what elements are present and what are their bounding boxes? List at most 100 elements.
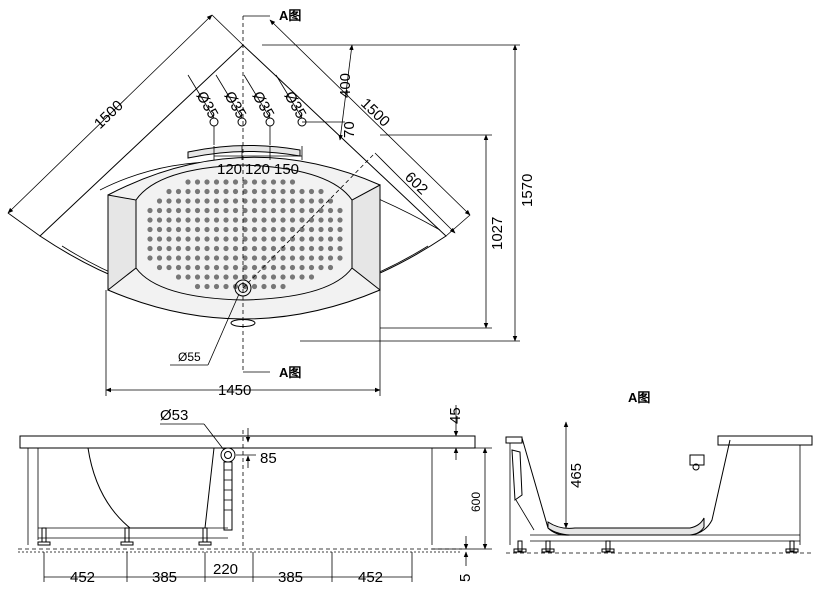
massage-dot (261, 226, 267, 233)
massage-dot (280, 274, 286, 280)
massage-dot (280, 226, 286, 233)
massage-dot (308, 245, 315, 252)
massage-dot (185, 188, 191, 195)
massage-dot (270, 283, 277, 290)
massage-dot (175, 226, 182, 233)
massage-dot (204, 188, 210, 195)
massage-dot (175, 188, 182, 195)
massage-dot (299, 226, 305, 233)
massage-dot (232, 274, 239, 280)
massage-dot (299, 274, 305, 280)
massage-dot (270, 198, 277, 204)
massage-dot (337, 226, 343, 233)
massage-dot (299, 264, 305, 271)
massage-dot (223, 236, 229, 242)
massage-dot (194, 217, 201, 223)
massage-dot (213, 179, 220, 185)
dim-70: 70 (341, 121, 358, 138)
massage-dot (175, 217, 182, 223)
massage-dot (308, 226, 315, 233)
bottom-dim-3: 220 (213, 561, 238, 578)
massage-dot (289, 245, 296, 252)
massage-dot (261, 264, 267, 271)
massage-dot (327, 264, 334, 271)
massage-dot (194, 188, 201, 195)
dim-465: 465 (568, 463, 585, 488)
section-rim-right (717, 435, 813, 446)
massage-dot (204, 255, 210, 261)
massage-dot (308, 274, 315, 280)
massage-dot (327, 198, 334, 204)
massage-dot (280, 236, 286, 242)
massage-dot (232, 255, 239, 261)
massage-dot (175, 207, 182, 214)
massage-dot (185, 236, 191, 242)
massage-dot (166, 226, 172, 233)
massage-dot (337, 236, 343, 242)
massage-dot (289, 236, 296, 242)
dim-400: 400 (337, 73, 354, 98)
massage-dot (156, 245, 163, 252)
bottom-dim-4: 385 (278, 569, 303, 586)
massage-dot (194, 283, 201, 290)
massage-dot (194, 274, 201, 280)
massage-dot (204, 198, 210, 204)
massage-dot (223, 188, 229, 195)
faucet-holes (209, 117, 307, 145)
massage-dot (242, 217, 248, 223)
massage-dot (308, 207, 315, 214)
front-legs (37, 527, 212, 546)
dim-5: 5 (457, 574, 474, 582)
massage-dot (308, 198, 315, 204)
massage-dot (261, 274, 267, 280)
massage-dot (289, 264, 296, 271)
massage-dot (156, 198, 163, 204)
massage-dot (289, 217, 296, 223)
massage-dot (280, 188, 286, 195)
massage-dot (337, 245, 343, 252)
massage-dot (185, 217, 191, 223)
massage-dot (318, 198, 324, 204)
massage-dot (242, 245, 248, 252)
massage-dot (147, 245, 153, 252)
massage-dot (175, 264, 182, 271)
massage-dot (194, 207, 201, 214)
massage-dot (232, 264, 239, 271)
massage-dot (175, 236, 182, 242)
massage-dot (194, 245, 201, 252)
massage-dot (204, 207, 210, 214)
massage-dot (223, 255, 229, 261)
massage-dot (251, 217, 258, 223)
massage-dot (318, 188, 324, 195)
massage-dot (204, 226, 210, 233)
dim-hole-spacing-1: 120 (217, 161, 242, 178)
massage-dot (232, 226, 239, 233)
massage-dot (308, 255, 315, 261)
massage-dot (213, 274, 220, 280)
section-tap (689, 454, 705, 471)
massage-dot (299, 255, 305, 261)
massage-dot (289, 255, 296, 261)
massage-dot (318, 236, 324, 242)
massage-dot (251, 198, 258, 204)
massage-dot (280, 264, 286, 271)
massage-dot (223, 179, 229, 185)
massage-dot (337, 217, 343, 223)
section-label-top: A图 (279, 8, 301, 23)
dim-hole-spacing-2: 120 (245, 161, 270, 178)
massage-dot (251, 245, 258, 252)
massage-dot (270, 236, 277, 242)
massage-dot (185, 245, 191, 252)
massage-dot (270, 179, 277, 185)
massage-dot (242, 188, 248, 195)
massage-dot (166, 255, 172, 261)
massage-dot (242, 179, 248, 185)
massage-dot (251, 179, 258, 185)
massage-dot (318, 217, 324, 223)
massage-dot (327, 226, 334, 233)
massage-dot (147, 255, 153, 261)
massage-dot (270, 245, 277, 252)
massage-dot (213, 255, 220, 261)
massage-dot (308, 217, 315, 223)
massage-dot (204, 179, 210, 185)
